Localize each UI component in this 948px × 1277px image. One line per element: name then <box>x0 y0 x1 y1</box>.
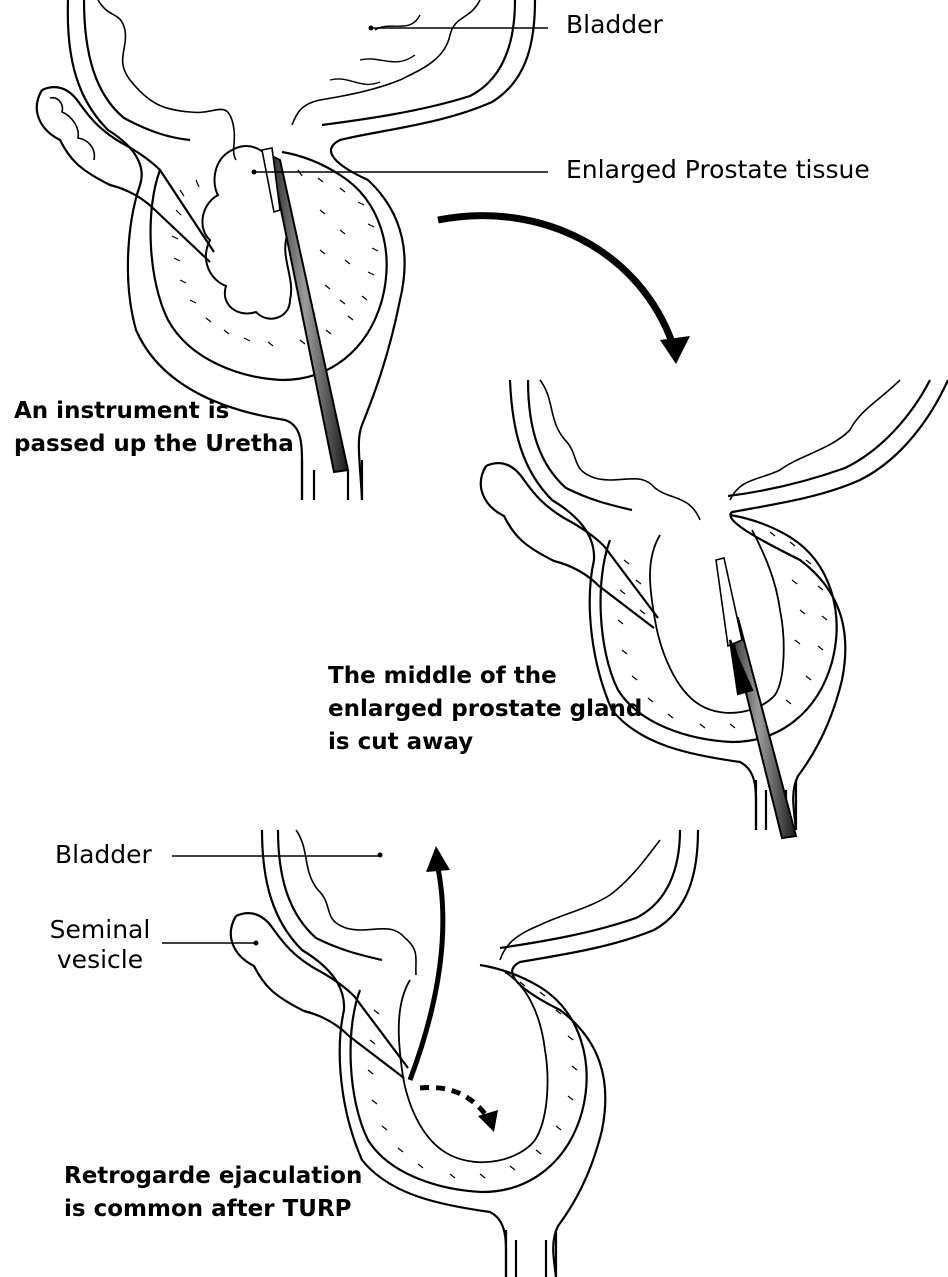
label-seminal-vesicle: Seminal vesicle <box>40 915 160 975</box>
caption-step2-line3: is cut away <box>328 726 642 759</box>
caption-step2-line1: The middle of the <box>328 660 642 693</box>
prostate-capsule <box>351 965 587 1192</box>
bladder-wall-outer <box>510 380 756 830</box>
caption-step1: An instrument is passed up the Uretha <box>14 395 294 461</box>
caption-step3: Retrogarde ejaculation is common after T… <box>64 1160 362 1226</box>
retrograde-arrow-head <box>426 846 450 872</box>
seminal-vesicle <box>231 913 408 1078</box>
seminal-vesicle-inner <box>50 98 94 160</box>
caption-step3-line2: is common after TURP <box>64 1193 362 1226</box>
bladder-wall-outer-right <box>331 0 535 500</box>
cavity-edge <box>650 530 784 713</box>
caption-step2: The middle of the enlarged prostate glan… <box>328 660 642 759</box>
label-bladder-top: Bladder <box>566 10 663 40</box>
caption-step1-line1: An instrument is <box>14 395 294 428</box>
panel-tissue-cut-away <box>481 380 948 838</box>
label-seminal-line1: Seminal <box>40 915 160 945</box>
label-bladder-bottom: Bladder <box>55 840 152 870</box>
step-arrow-head <box>660 336 690 364</box>
bladder-lining-right <box>500 840 660 960</box>
resectoscope-tip <box>716 558 742 646</box>
bladder-vessel <box>330 15 420 84</box>
normal-path-arrow-head <box>478 1110 498 1132</box>
caption-step1-line2: passed up the Uretha <box>14 428 294 461</box>
retrograde-arrow <box>410 868 443 1080</box>
caption-step3-line1: Retrogarde ejaculation <box>64 1160 362 1193</box>
step-arrow <box>438 216 673 345</box>
urethra-channel <box>506 1230 556 1277</box>
label-seminal-line2: vesicle <box>40 945 160 975</box>
bladder-lining <box>540 380 700 520</box>
normal-path-arrow <box>420 1087 488 1118</box>
seminal-vesicle <box>481 463 658 628</box>
bladder-lining-right <box>730 380 900 500</box>
label-enlarged-tissue: Enlarged Prostate tissue <box>566 155 870 185</box>
bladder-wall-inner <box>84 0 190 140</box>
caption-step2-line2: enlarged prostate gland <box>328 693 642 726</box>
bladder-lining-right <box>292 0 480 125</box>
cavity-edge <box>399 972 548 1162</box>
